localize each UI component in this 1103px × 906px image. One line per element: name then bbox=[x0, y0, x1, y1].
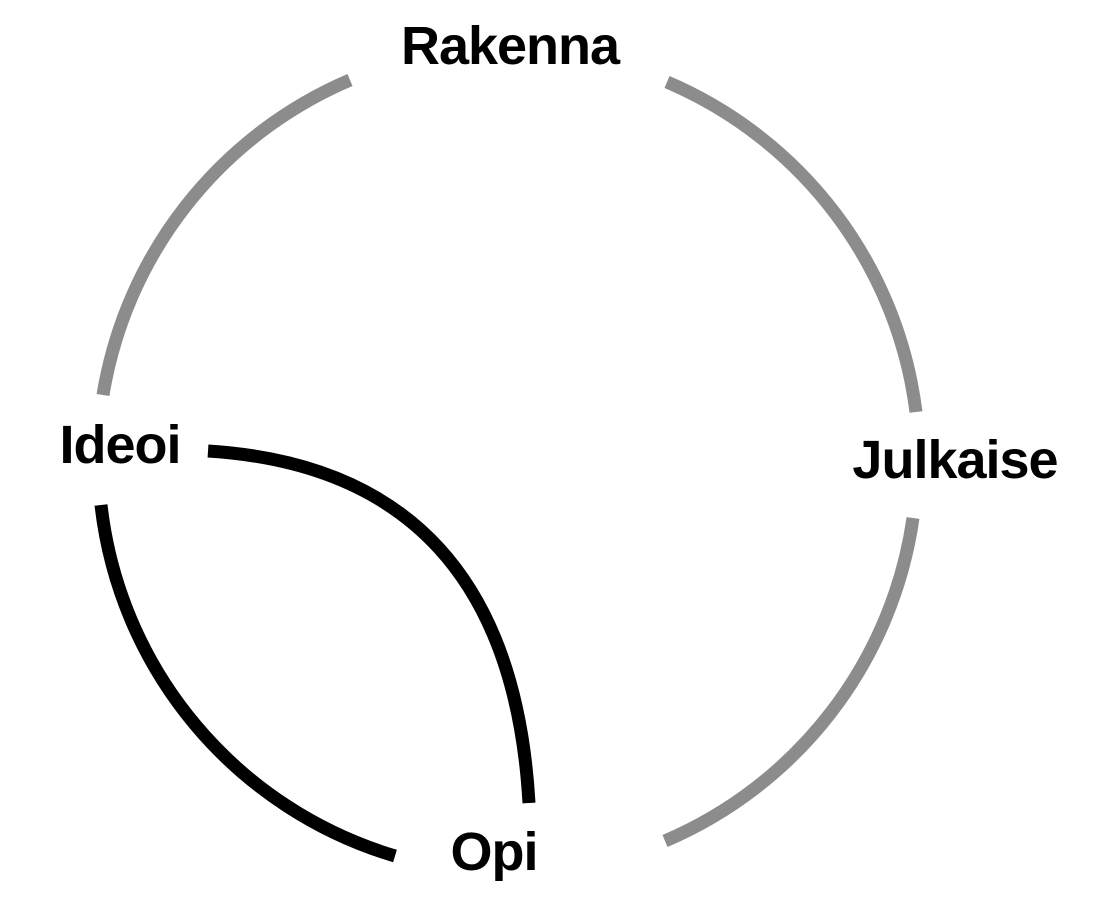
node-label-rakenna: Rakenna bbox=[400, 16, 620, 76]
arc-rakenna-julkaise bbox=[664, 76, 923, 413]
arc-ideoi-rakenna bbox=[96, 74, 353, 397]
chord-ideoi-opi bbox=[207, 444, 536, 804]
node-label-ideoi: Ideoi bbox=[59, 415, 181, 475]
arc-julkaise-opi bbox=[662, 517, 920, 847]
arc-opi-ideoi bbox=[94, 504, 397, 863]
node-label-opi: Opi bbox=[450, 822, 539, 882]
node-label-julkaise: Julkaise bbox=[852, 430, 1058, 490]
